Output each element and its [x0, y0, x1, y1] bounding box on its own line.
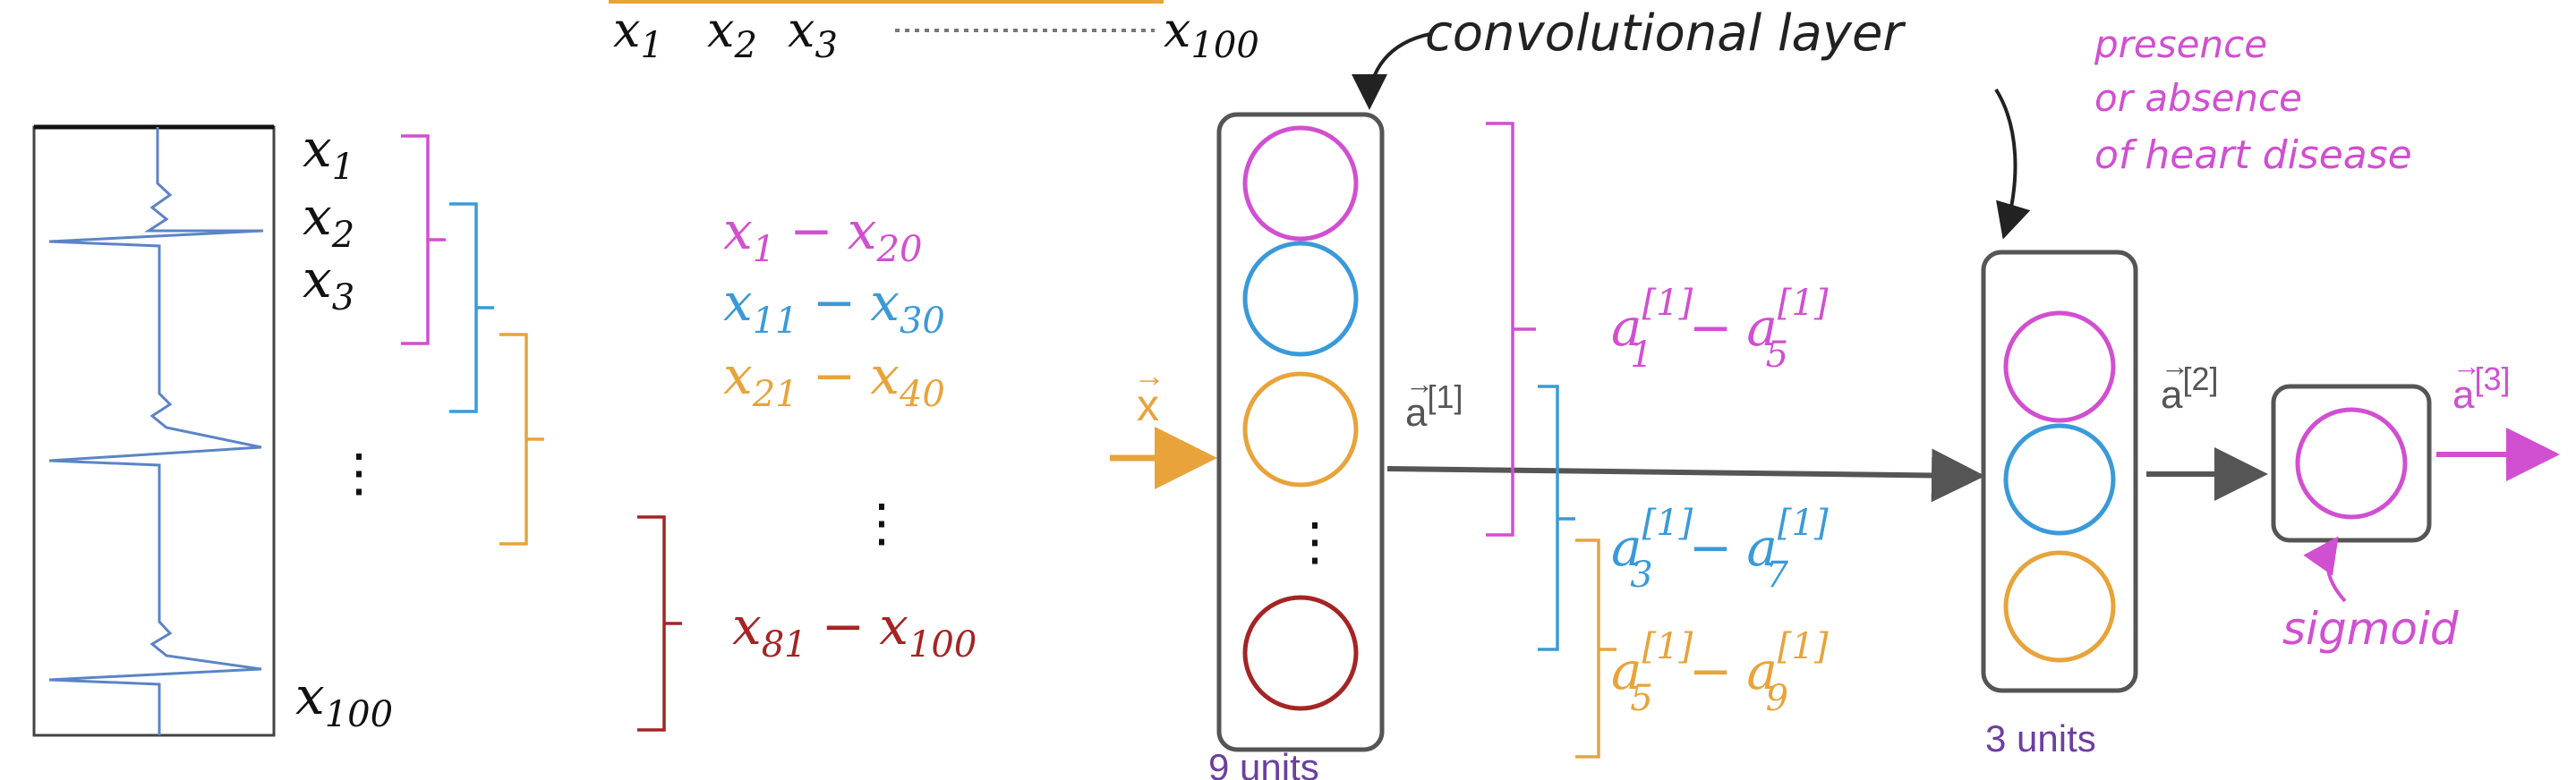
- layer2-units: 3 units: [1985, 717, 2096, 759]
- svg-text:a[1]5−a[1]9: a[1]5−a[1]9: [1611, 626, 1829, 719]
- conv-layer-label: convolutional layer: [1352, 4, 2031, 240]
- svg-text:a[1]1−a[1]5: a[1]1−a[1]5: [1611, 283, 1829, 376]
- svg-text:→: →: [2161, 350, 2189, 382]
- output-note: presence or absence of heart disease: [2094, 22, 2412, 178]
- svg-text:x100: x100: [1164, 2, 1259, 66]
- layer1-ellipsis: ⋮: [1289, 511, 1341, 572]
- layer2-unit-orange: [2003, 550, 2116, 663]
- svg-text:→: →: [2452, 350, 2481, 382]
- svg-text:of heart disease: of heart disease: [2094, 132, 2412, 178]
- ecg-signal-plot: [32, 124, 276, 737]
- layer1-units: 9 units: [1208, 746, 1319, 780]
- layer1-box: [1216, 112, 1385, 752]
- svg-text:→: →: [1133, 357, 1165, 394]
- layer3: sigmoid: [2271, 384, 2459, 655]
- svg-text:→: →: [1405, 368, 1434, 400]
- svg-text:convolutional layer: convolutional layer: [1425, 4, 1906, 63]
- ecg-waveform: [48, 127, 264, 735]
- svg-text:x21−x40: x21−x40: [723, 345, 945, 415]
- activation-brackets: [1486, 122, 1616, 759]
- svg-text:x11−x30: x11−x30: [723, 272, 945, 342]
- svg-text:a[2]: a[2]: [2161, 360, 2219, 417]
- layer3-box: [2271, 384, 2432, 543]
- svg-text:x1−x20: x1−x20: [723, 200, 922, 270]
- svg-text:x2: x2: [303, 186, 354, 256]
- svg-text:or absence: or absence: [2094, 76, 2302, 120]
- layer1-output: a[1] →: [1386, 368, 1985, 503]
- sigmoid-label: sigmoid: [2282, 603, 2459, 655]
- svg-text:x3: x3: [303, 249, 354, 318]
- layer1-unit-magenta: [1242, 125, 1359, 242]
- activation-ranges: a[1]1−a[1]5 a[1]3−a[1]7 a[1]5−a[1]9: [1611, 283, 1829, 719]
- layer1: ⋮ 9 units: [1208, 112, 1385, 780]
- layer2-box: [1981, 250, 2138, 693]
- layer1-unit-darkred: [1242, 595, 1359, 711]
- svg-text:x1: x1: [303, 118, 354, 188]
- layer3-output: a[3] →: [2436, 350, 2560, 481]
- input-vector: x →: [1110, 357, 1217, 489]
- svg-text:presence: presence: [2094, 22, 2267, 66]
- svg-text:⋮: ⋮: [856, 492, 908, 553]
- layer2-output: a[2] →: [2146, 350, 2268, 501]
- layer3-unit: [2295, 407, 2408, 520]
- svg-text:x3: x3: [788, 2, 838, 66]
- layer1-unit-orange: [1242, 371, 1359, 488]
- svg-text:x100: x100: [295, 666, 393, 735]
- svg-text:a[1]: a[1]: [1405, 378, 1463, 435]
- svg-text:a[1]3−a[1]7: a[1]3−a[1]7: [1611, 503, 1829, 596]
- svg-text:⋮: ⋮: [333, 442, 385, 503]
- layer2-unit-blue: [2003, 423, 2116, 536]
- layer2-unit-magenta: [2003, 310, 2116, 423]
- layer1-to-layer2-arrow: [1386, 448, 1985, 503]
- window-brackets: [401, 134, 682, 732]
- top-sequence: x1 x2 x3 x100: [609, 0, 1259, 66]
- svg-text:x1: x1: [613, 2, 663, 66]
- window-ranges: x1−x20 x11−x30 x21−x40 ⋮ x81−x100: [723, 200, 977, 666]
- svg-text:x81−x100: x81−x100: [732, 596, 977, 666]
- signal-labels: x1 x2 x3 ⋮ x100: [295, 118, 393, 735]
- svg-text:x: x: [1137, 380, 1159, 430]
- svg-text:x2: x2: [707, 2, 757, 66]
- svg-text:a[3]: a[3]: [2452, 360, 2511, 417]
- layer2: 3 units: [1981, 250, 2138, 759]
- layer1-unit-blue: [1242, 241, 1359, 357]
